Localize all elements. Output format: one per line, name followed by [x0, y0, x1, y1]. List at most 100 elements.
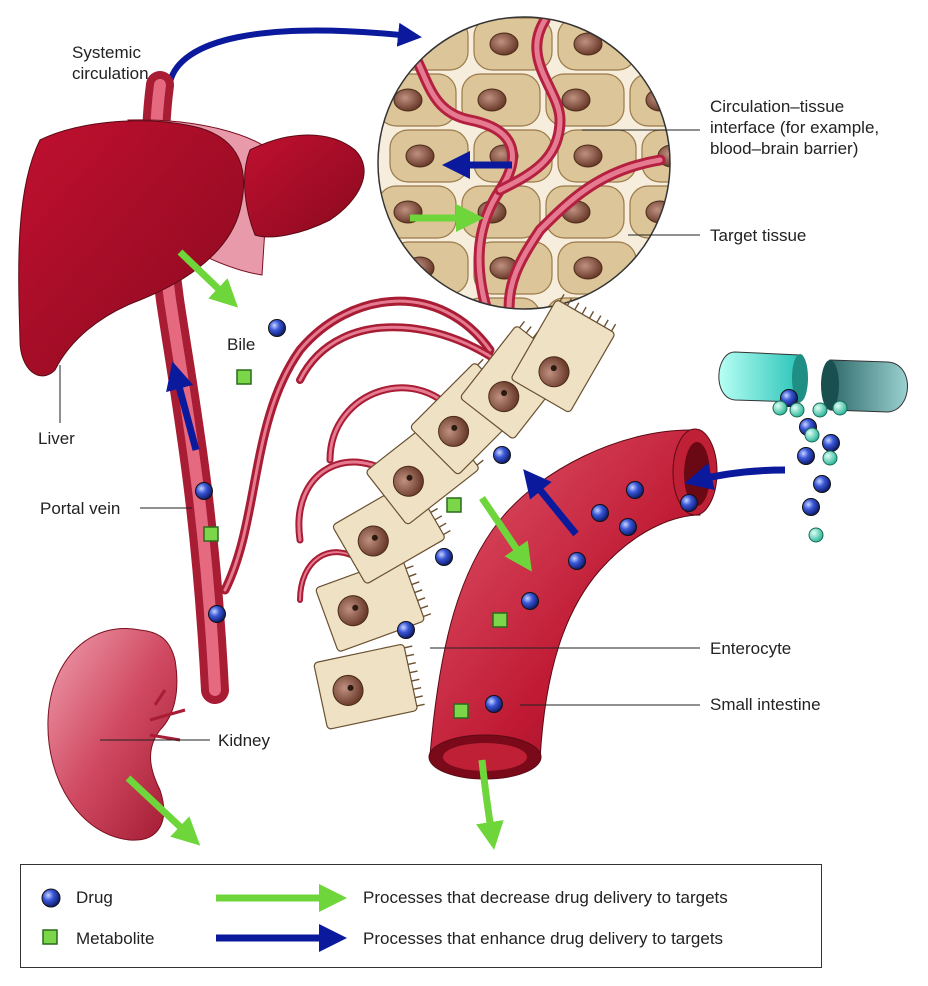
capsule — [718, 351, 908, 413]
label-circulation-tissue-interface: Circulation–tissue interface (for exampl… — [710, 97, 880, 158]
tissue-cell-nucleus — [405, 256, 435, 280]
metabolite-particle — [446, 497, 462, 513]
capsule-particle — [822, 450, 838, 466]
legend-enhance-label: Processes that enhance drug delivery to … — [363, 929, 724, 948]
microvillus — [406, 653, 415, 657]
drug-particle — [591, 504, 609, 522]
drug-particle — [268, 319, 286, 337]
tissue-cell — [629, 185, 670, 239]
microvillus — [414, 695, 423, 699]
legend-metabolite-label: Metabolite — [76, 929, 155, 948]
legend-symbols — [41, 884, 347, 952]
tissue-cell — [629, 73, 670, 127]
drug-particle — [619, 518, 637, 536]
microvillus — [407, 662, 416, 666]
tissue-cell-nucleus — [730, 201, 758, 223]
enterocyte-body — [315, 557, 425, 652]
tissue-cell — [641, 17, 670, 71]
tissue-cell-nucleus — [489, 32, 519, 56]
tissue-cell-nucleus — [657, 32, 670, 56]
metabolite-particle — [203, 526, 219, 542]
drug-particle — [813, 475, 831, 493]
capsule-particle — [804, 427, 820, 443]
microvillus — [581, 306, 587, 315]
label-portal-vein: Portal vein — [40, 499, 121, 518]
microvillus — [414, 589, 423, 594]
microvillus — [411, 581, 420, 586]
enterocyte-nucleolus — [451, 424, 458, 431]
tissue-cell-nucleus — [561, 88, 591, 112]
drug-particle — [435, 548, 453, 566]
label-enterocyte: Enterocyte — [710, 639, 792, 658]
enterocyte-nucleolus — [550, 365, 557, 372]
kidney — [47, 628, 186, 841]
enterocyte-nucleus — [357, 525, 389, 557]
tissue-cell-nucleus — [573, 256, 603, 280]
drug-particle — [208, 605, 226, 623]
metabolite-particle — [236, 369, 252, 385]
tissue-cell — [389, 17, 469, 71]
enhance-arrow — [166, 361, 200, 451]
drug-particle — [521, 592, 539, 610]
microvillus — [430, 507, 438, 514]
drug-particle — [822, 434, 840, 452]
enterocyte-nucleolus — [371, 534, 378, 541]
legend-drug-label: Drug — [76, 888, 113, 907]
drug-particle — [493, 446, 511, 464]
tissue-cell — [714, 298, 792, 350]
microvillus — [566, 298, 572, 306]
microvillus — [476, 459, 484, 466]
capsule-particle — [789, 402, 805, 418]
microvillus — [434, 515, 443, 521]
enterocyte-nucleus — [538, 356, 570, 388]
decrease-arrow — [177, 249, 239, 308]
tissue-cell-nucleus — [573, 32, 603, 56]
microvillus — [477, 358, 484, 366]
tissue-cell-nucleus — [573, 144, 603, 168]
capsule-particle — [808, 527, 824, 543]
liver — [18, 119, 365, 377]
enterocyte-nucleolus — [406, 474, 413, 481]
microvillus — [574, 302, 580, 311]
microvillus — [559, 294, 565, 302]
enhance-arrow — [684, 463, 786, 491]
capsule-particle — [832, 400, 848, 416]
enterocyte-cell — [315, 557, 432, 652]
tissue-cell — [726, 18, 804, 70]
tissue-cell-nucleus — [405, 144, 435, 168]
enterocytes — [313, 294, 617, 730]
tissue-cell-nucleus — [646, 313, 674, 335]
microvillus — [417, 597, 426, 602]
legend-decrease-label: Processes that decrease drug delivery to… — [363, 888, 728, 907]
capsule-particle — [812, 402, 828, 418]
label-systemic-circulation: Systemic circulation — [72, 43, 149, 83]
label-small-intestine: Small intestine — [710, 695, 821, 714]
drug-particle — [680, 494, 698, 512]
microvillus — [408, 573, 417, 578]
label-target-tissue: Target tissue — [710, 226, 807, 245]
legend: Drug Metabolite Processes that decrease … — [20, 864, 822, 968]
drug-particle — [485, 695, 503, 713]
microvillus — [518, 320, 526, 329]
label-kidney: Kidney — [218, 731, 270, 750]
tissue-cell — [641, 241, 670, 295]
enterocyte-nucleus — [337, 595, 369, 627]
tissue-cell-nucleus — [478, 313, 506, 335]
enterocyte-nucleus — [332, 674, 364, 706]
drug-particle — [797, 447, 815, 465]
drug-particle — [568, 552, 586, 570]
enterocyte-nucleus — [438, 415, 470, 447]
drug-particle — [626, 481, 644, 499]
tissue-cell-nucleus — [730, 313, 758, 335]
legend-metabolite-icon — [42, 929, 58, 945]
tissue-cell — [629, 297, 670, 309]
label-liver: Liver — [38, 429, 75, 448]
tissue-cell — [726, 242, 804, 294]
tissue-cell — [461, 297, 541, 309]
microvillus — [416, 703, 425, 707]
leader-lines — [59, 129, 700, 741]
particles — [195, 319, 848, 719]
enterocyte-nucleus — [392, 465, 424, 497]
microvillus — [610, 323, 617, 332]
